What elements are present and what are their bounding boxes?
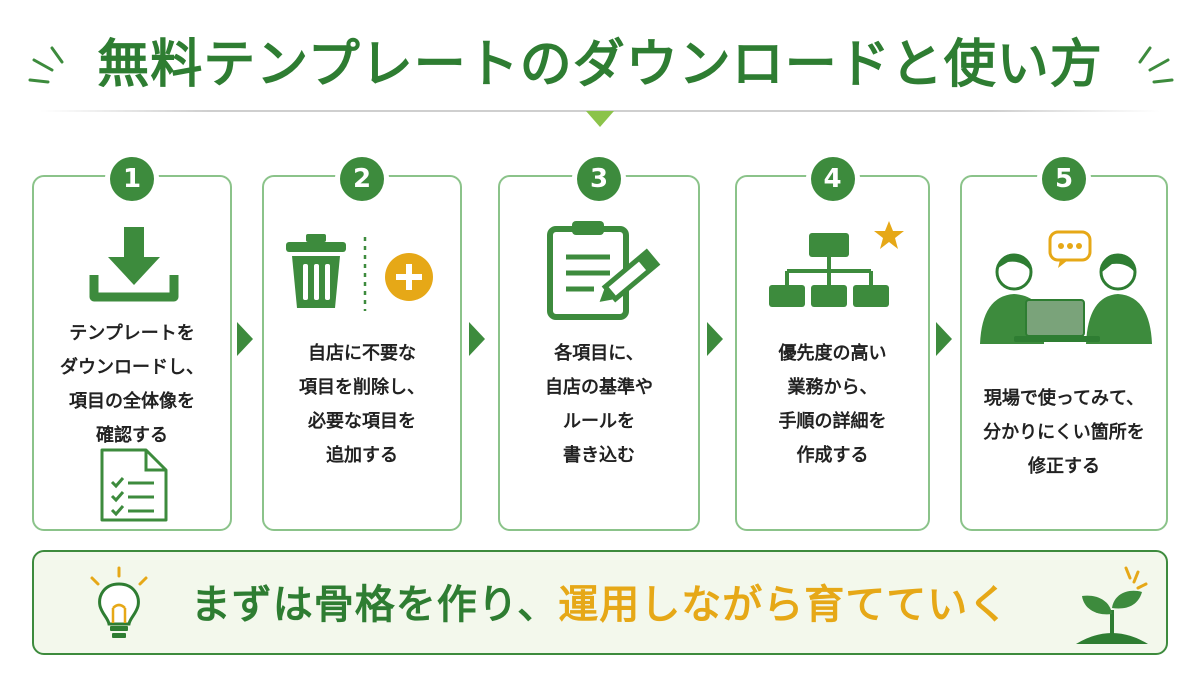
lightbulb-icon — [90, 566, 148, 638]
step-text-2: 自店に不要な 項目を削除し、 必要な項目を 追加する — [299, 343, 425, 466]
clipboard-pencil-icon — [547, 221, 661, 320]
summary-text: まずは骨格を作り、運用しながら育てていく — [190, 582, 1010, 628]
step-arrow — [936, 322, 952, 356]
step-arrow — [707, 322, 723, 356]
step-card-2: 2 自店に不要な 項目を削除し、 必要な項目を 追加する — [262, 157, 462, 531]
trash-icon — [286, 234, 346, 308]
hierarchy-star-icon — [769, 221, 904, 307]
step-number-badge: 5 — [1042, 157, 1086, 201]
step-number-badge: 1 — [110, 157, 154, 201]
step-arrow — [469, 322, 485, 356]
step-text-1: テンプレートを ダウンロードし、 項目の全体像を 確認する — [60, 323, 204, 446]
step-card-5: 5 現場で使ってみて、 分かりにくい箇所を 修正する — [960, 157, 1168, 531]
plus-icon — [385, 253, 433, 301]
page-title: 無料テンプレートのダウンロードと使い方 — [97, 35, 1103, 95]
download-icon — [89, 227, 179, 302]
checklist-document-icon — [100, 448, 168, 522]
step-number-badge: 4 — [810, 157, 855, 201]
step-card-1: 1 テンプレートを ダウンロードし、 項目の全体像を 確認する — [32, 157, 232, 531]
step-text-4: 優先度の高い 業務から、 手順の詳細を 作成する — [778, 343, 887, 466]
dotted-divider — [363, 237, 367, 311]
step-card-3: 3 各項目に、 自店の基準や ルールを 書き込む — [498, 157, 700, 531]
sparkle-left-icon — [28, 46, 64, 84]
step-number-badge: 3 — [577, 157, 621, 201]
step-card-4: 4 優先度の高い 業務から、 手順の詳細を 作成する — [735, 157, 930, 531]
step-number-badge: 2 — [340, 157, 384, 201]
title-divider-notch — [586, 111, 614, 127]
step-text-3: 各項目に、 自店の基準や ルールを 書き込む — [545, 343, 653, 466]
step-text-5: 現場で使ってみて、 分かりにくい箇所を 修正する — [983, 388, 1145, 477]
sprout-icon — [1076, 566, 1148, 644]
sparkle-right-icon — [1138, 46, 1174, 84]
people-laptop-icon — [980, 230, 1152, 344]
step-arrow — [237, 322, 253, 356]
summary-banner: まずは骨格を作り、運用しながら育てていく — [32, 550, 1168, 655]
